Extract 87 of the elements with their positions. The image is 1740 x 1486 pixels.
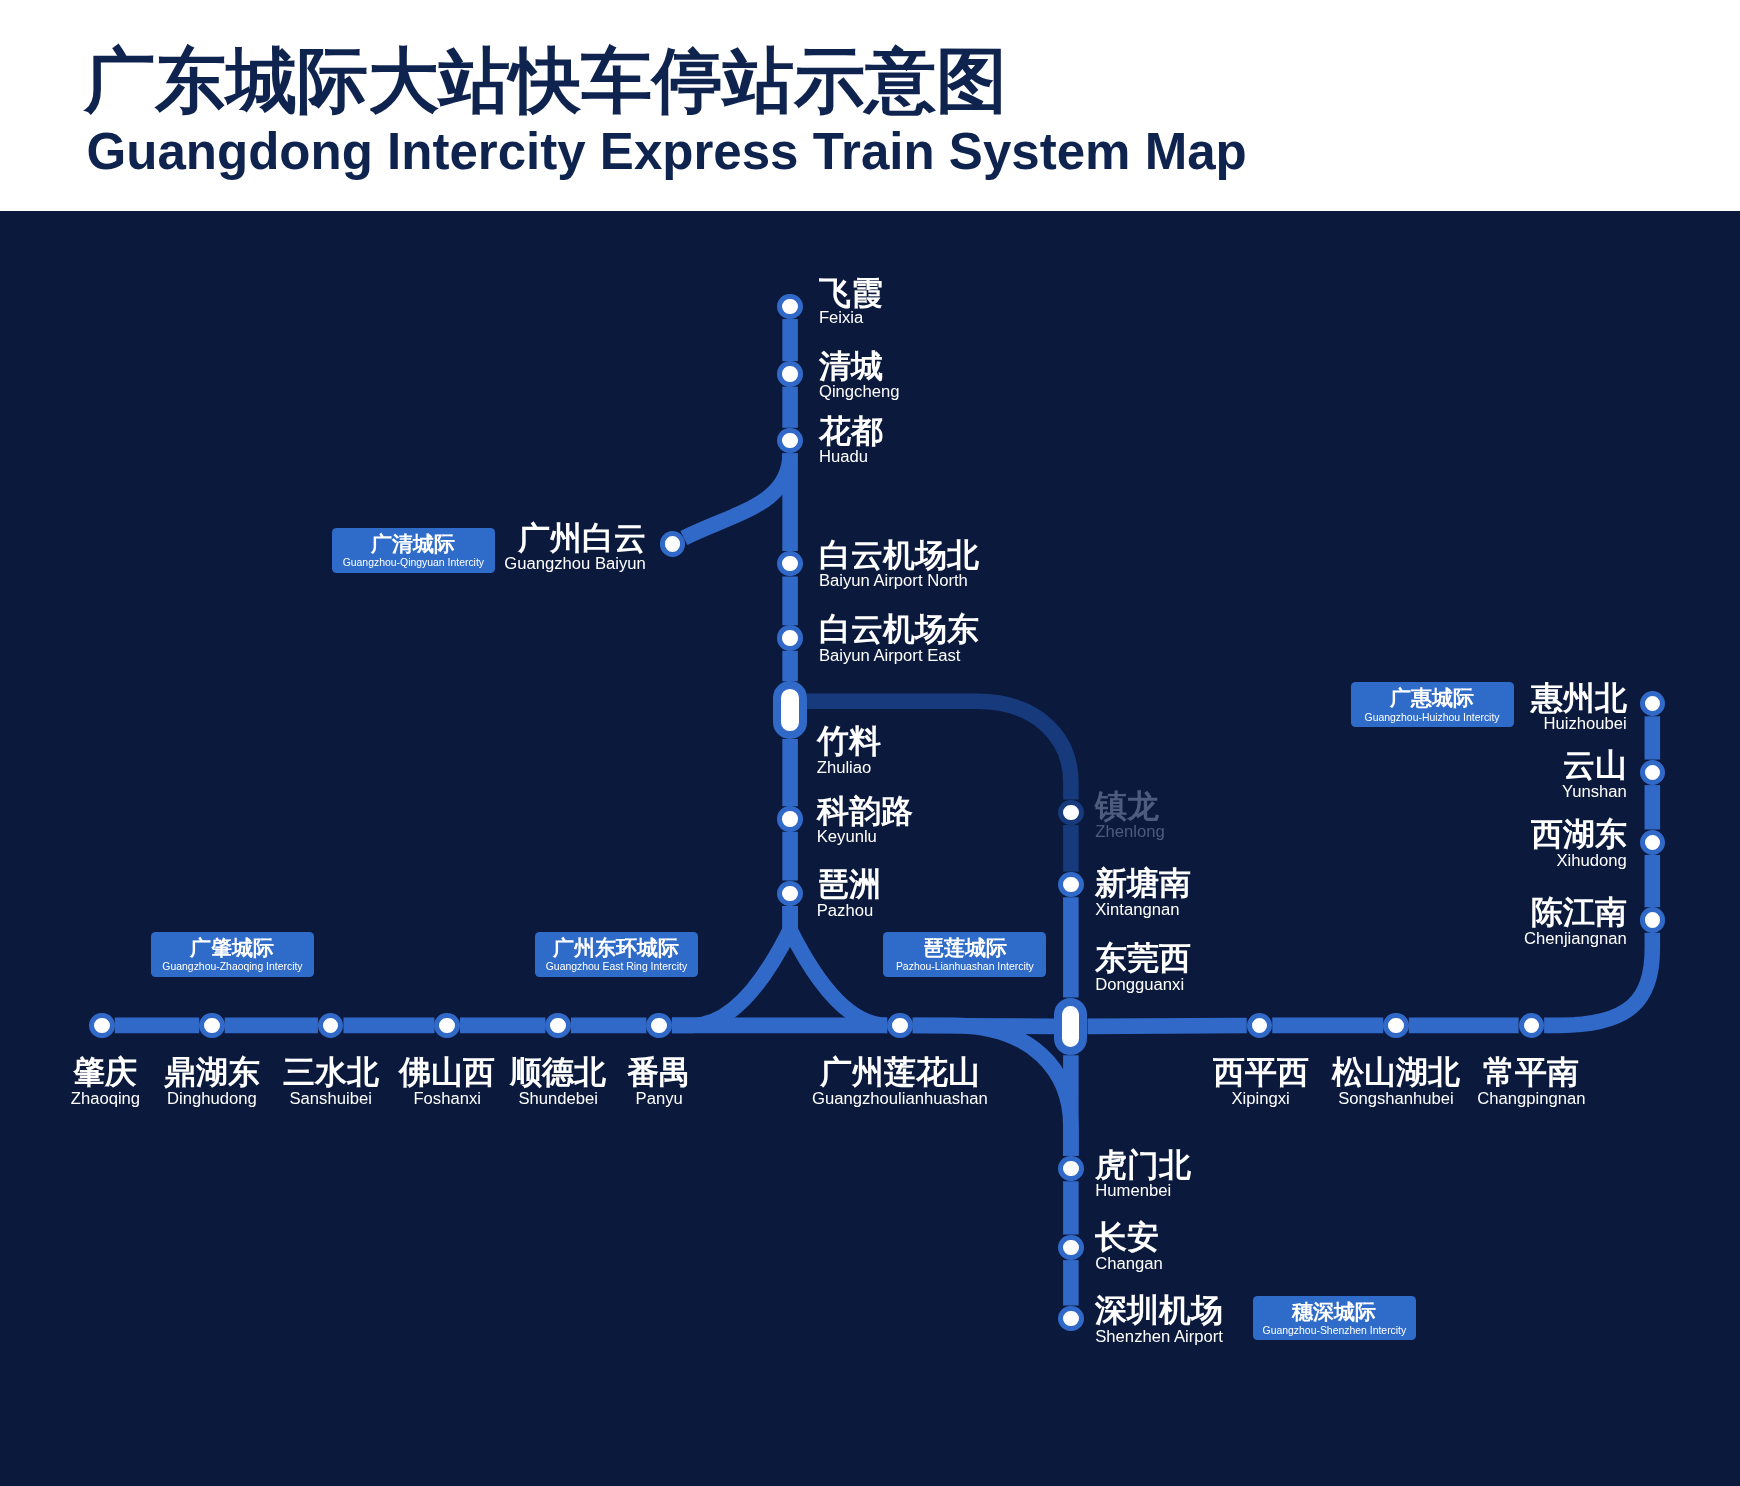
station-dot xyxy=(1058,1234,1084,1261)
station-dot xyxy=(317,1012,344,1039)
line-name: 琶莲城际 xyxy=(921,934,1008,961)
line-badge xyxy=(534,932,698,977)
station-dot xyxy=(199,1012,225,1039)
line-badge xyxy=(331,528,495,573)
track-line xyxy=(459,1017,546,1034)
line-badge xyxy=(150,932,315,977)
line-name: 广清城际 xyxy=(370,530,457,557)
station-dot xyxy=(887,1012,913,1039)
track-line xyxy=(1063,1260,1079,1306)
track-line xyxy=(570,1017,647,1034)
station-dot xyxy=(777,427,803,454)
track-line xyxy=(1644,855,1661,908)
track-line xyxy=(912,1017,1079,1156)
station-name: 深圳机场 xyxy=(1095,1291,1224,1330)
line-name: Guangzhou-Qingyuan Intercity xyxy=(341,556,486,570)
line-name: 广惠城际 xyxy=(1389,685,1476,711)
track-line xyxy=(1087,1017,1247,1035)
interchange-capsule xyxy=(1054,997,1088,1056)
station-name: Pazhou xyxy=(816,901,874,922)
station-name: 云山 xyxy=(1562,746,1627,785)
station-dot xyxy=(1518,1012,1545,1039)
track-line xyxy=(1063,825,1079,872)
station-name: Yunshan xyxy=(1562,782,1627,803)
track-line xyxy=(1272,1017,1384,1034)
track-line xyxy=(114,1017,200,1034)
station-name: Xihudong xyxy=(1556,851,1627,872)
subtitle: Guangdong Intercity Express Train System Map xyxy=(86,122,1247,183)
station-dot xyxy=(1058,871,1084,898)
station-dot xyxy=(1639,829,1666,855)
station-dot xyxy=(1058,799,1084,826)
track-line xyxy=(782,576,798,626)
station-dot xyxy=(777,806,803,832)
station-name: Dongguanxi xyxy=(1095,975,1185,996)
station-dot xyxy=(545,1012,571,1039)
track-line xyxy=(1063,1181,1079,1235)
track-line xyxy=(782,386,798,428)
station-name: 东莞西 xyxy=(1095,939,1192,978)
station-dot xyxy=(1639,690,1666,717)
line-name: 广肇城际 xyxy=(189,934,276,961)
track-line xyxy=(782,453,798,551)
line-name: Guangzhou-Shenzhen Intercity xyxy=(1261,1324,1408,1338)
line-badge xyxy=(883,932,1047,977)
track-line xyxy=(1644,716,1661,760)
station-dot xyxy=(777,361,803,387)
line-badge xyxy=(1350,682,1514,727)
track-line xyxy=(1644,785,1661,830)
station-dot xyxy=(1058,1305,1084,1332)
station-dot xyxy=(1246,1012,1273,1039)
line-badge xyxy=(1252,1296,1416,1341)
interchange-capsule xyxy=(773,681,807,740)
track-line xyxy=(343,1017,435,1034)
track-line xyxy=(671,1017,888,1034)
station-name: 西湖东 xyxy=(1530,815,1627,854)
station-dot xyxy=(646,1012,672,1039)
track-line xyxy=(1063,897,1079,998)
line-name: 穗深城际 xyxy=(1290,1298,1378,1325)
station-dot xyxy=(777,625,803,651)
line-name: 广州东环城际 xyxy=(552,934,681,961)
station-dot xyxy=(659,531,686,557)
station-dot xyxy=(89,1012,115,1039)
track-line xyxy=(782,831,798,881)
line-name: Guangzhou East Ring Intercity xyxy=(544,960,689,974)
track-line xyxy=(782,650,798,682)
station-dot xyxy=(777,550,803,577)
station-dot xyxy=(1639,759,1666,786)
station-dot xyxy=(777,293,803,319)
station-dot xyxy=(1383,1012,1409,1039)
track-line xyxy=(1544,932,1661,1034)
track-line xyxy=(782,319,798,362)
track-line xyxy=(806,693,1079,800)
station-dot xyxy=(777,880,803,907)
line-name: Pazhou-Lianhuashan Intercity xyxy=(894,960,1035,974)
track-line xyxy=(224,1017,318,1034)
station-name: Baiyun Airport North xyxy=(818,571,968,592)
station-name: 琶洲 xyxy=(816,865,881,904)
station-dot xyxy=(434,1012,460,1039)
station-name: 白云机场北 xyxy=(818,535,979,574)
track-line xyxy=(1408,1017,1519,1034)
track-line xyxy=(782,739,798,807)
line-name: Guangzhou-Zhaoqing Intercity xyxy=(161,960,304,974)
title: 广东城际大站快车停站示意图 xyxy=(84,37,1008,123)
station-dot xyxy=(1058,1155,1084,1182)
line-name: Guangzhou-Huizhou Intercity xyxy=(1363,710,1501,725)
station-dot xyxy=(1639,907,1666,933)
station-name: Shenzhen Airport xyxy=(1095,1327,1223,1348)
